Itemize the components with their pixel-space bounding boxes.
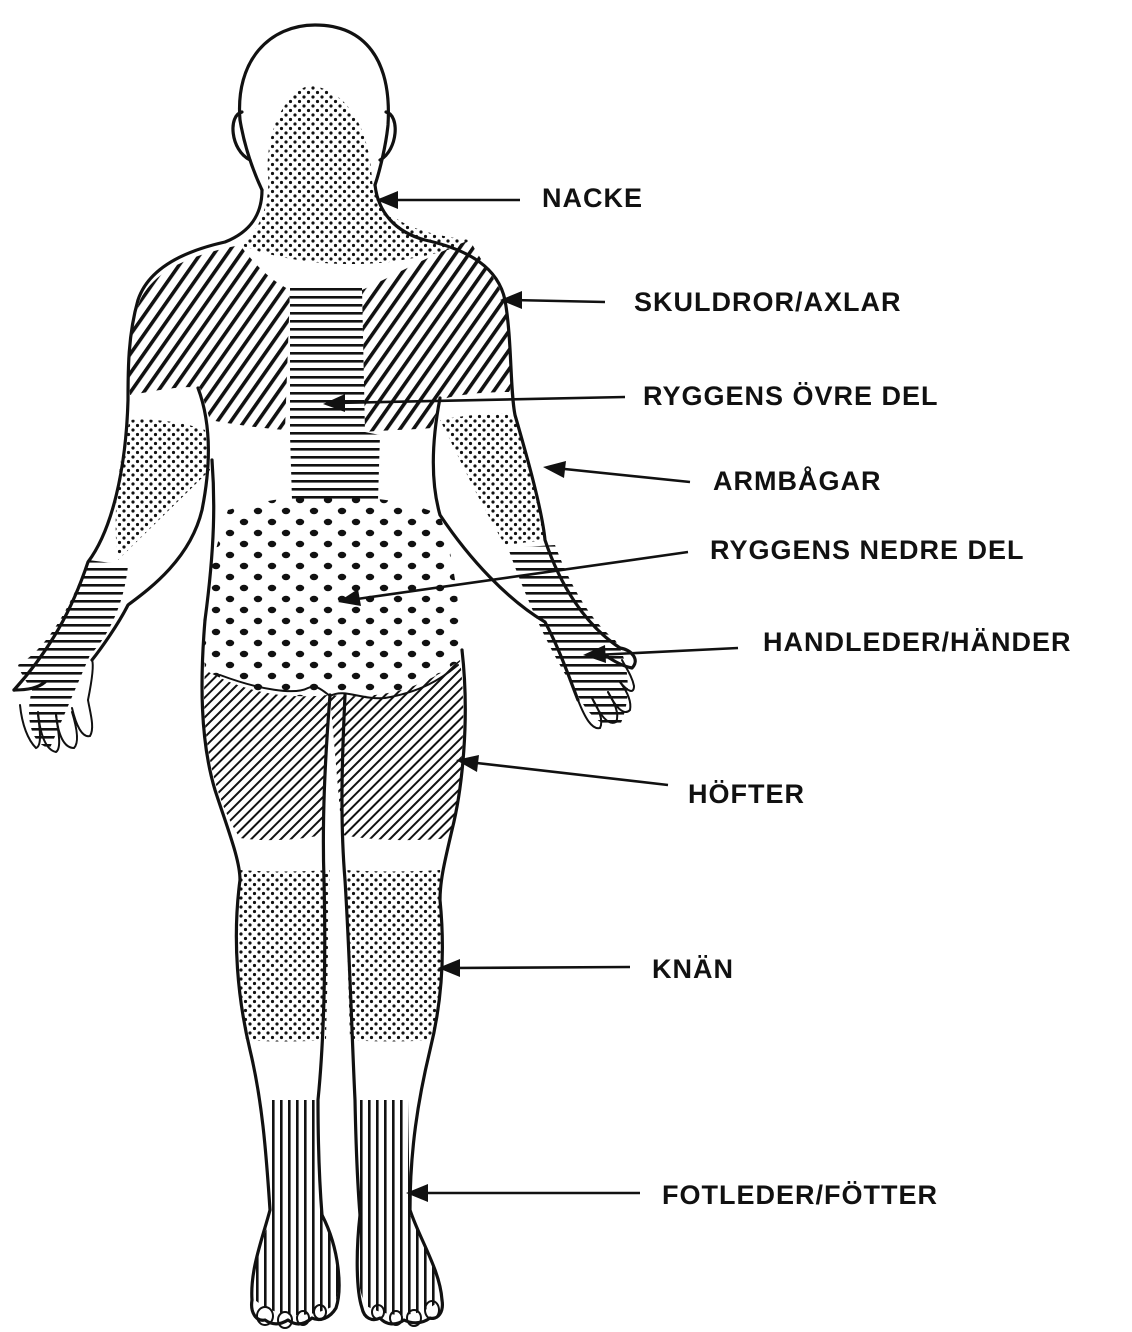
region-shoulder-left <box>129 245 290 430</box>
label-hofter: HÖFTER <box>688 779 805 809</box>
region-ankle-right <box>357 1100 440 1315</box>
region-fills <box>18 85 628 1315</box>
label-handleder: HANDLEDER/HÄNDER <box>763 627 1072 657</box>
label-fotleder: FOTLEDER/FÖTTER <box>662 1180 938 1210</box>
region-hand-left <box>18 560 128 748</box>
label-skuldror: SKULDROR/AXLAR <box>634 287 902 317</box>
arrow-nacke <box>376 191 520 209</box>
label-ovre: RYGGENS ÖVRE DEL <box>643 381 939 411</box>
arrow-skuldror <box>500 291 605 309</box>
region-elbow-right <box>440 414 545 545</box>
region-knee-left <box>238 870 330 1042</box>
label-nedre: RYGGENS NEDRE DEL <box>710 535 1025 565</box>
arrow-knan <box>438 959 630 977</box>
region-knee-right <box>345 870 442 1042</box>
arrow-hofter <box>456 755 668 785</box>
region-elbow-left <box>116 419 210 560</box>
arrow-armbagar <box>543 461 690 482</box>
arrow-fotleder <box>406 1184 640 1202</box>
label-nacke: NACKE <box>542 183 643 213</box>
label-knan: KNÄN <box>652 954 734 984</box>
label-armbagar: ARMBÅGAR <box>713 465 881 496</box>
region-lower-back <box>204 496 461 696</box>
region-neck <box>240 85 470 264</box>
region-hand-right <box>508 545 628 726</box>
region-ankle-left <box>254 1100 338 1315</box>
